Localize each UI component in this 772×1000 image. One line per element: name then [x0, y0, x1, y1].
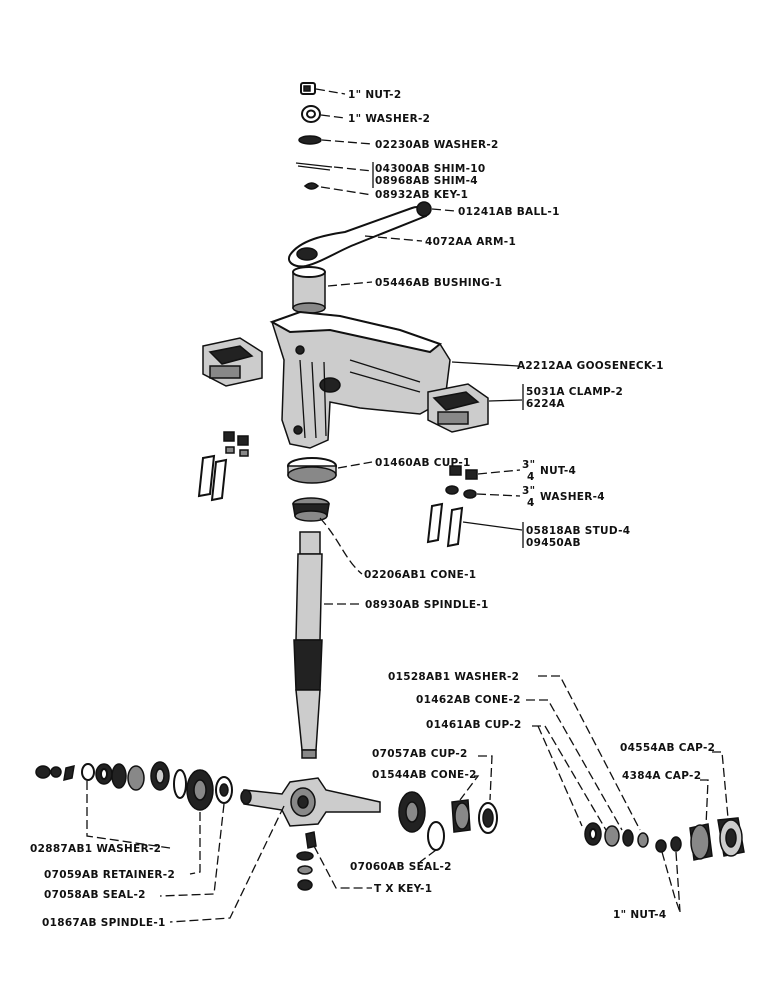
label-cap-04554: 04554AB CAP-2 — [620, 742, 715, 754]
cone-02206ab1 — [292, 497, 330, 522]
label-washer-02230: 02230AB WASHER-2 — [375, 139, 499, 151]
label-cup-01461: 01461AB CUP-2 — [426, 719, 522, 731]
label-spindle-01867: 01867AB SPINDLE-1 — [42, 917, 166, 929]
label-shim-08968: 08968AB SHIM-4 — [375, 175, 478, 187]
left-hub-parts — [35, 761, 233, 811]
label-clamp-5031a: 5031A CLAMP-2 — [526, 386, 623, 398]
label-gooseneck-a2212: A2212AA GOOSENECK-1 — [517, 360, 664, 372]
label-cone-01544: 01544AB CONE-2 — [372, 769, 477, 781]
label-cone-01462: 01462AB CONE-2 — [416, 694, 521, 706]
label-washer-02887: 02887AB1 WASHER-2 — [30, 843, 161, 855]
label-stud-09450: 09450AB — [526, 537, 581, 549]
label-washer-34: WASHER-4 — [540, 491, 605, 503]
label-seal-07060: 07060AB SEAL-2 — [350, 861, 452, 873]
tx-key — [296, 831, 317, 891]
label-washer-34-den: 4 — [527, 497, 535, 509]
right-nuts — [449, 465, 478, 480]
label-cap-4384a: 4384A CAP-2 — [622, 770, 701, 782]
nut-1in-top — [300, 82, 316, 95]
label-nut-34: NUT-4 — [540, 465, 576, 477]
label-seal-07058: 07058AB SEAL-2 — [44, 889, 146, 901]
label-washer-01528: 01528AB1 WASHER-2 — [388, 671, 519, 683]
hub-bearing-parts — [584, 817, 745, 861]
stub-axle-bearings — [398, 791, 498, 851]
label-nut-bottom: 1" NUT-4 — [613, 909, 666, 921]
clamp-left — [202, 337, 263, 387]
label-spindle-08930: 08930AB SPINDLE-1 — [365, 599, 489, 611]
label-cone-02206: 02206AB1 CONE-1 — [364, 569, 476, 581]
label-cup-07057: 07057AB CUP-2 — [372, 748, 468, 760]
label-retainer-07059: 07059AB RETAINER-2 — [44, 869, 175, 881]
label-ball-01241: 01241AB BALL-1 — [458, 206, 560, 218]
clamp-right — [427, 383, 489, 433]
shim-stack — [295, 162, 333, 171]
label-key-tx: T X KEY-1 — [374, 883, 432, 895]
left-studs — [197, 431, 249, 502]
spindle-01867ab — [240, 777, 381, 827]
bushing-05446ab — [292, 266, 326, 314]
gooseneck-a2212aa — [269, 310, 451, 449]
label-cup-01460: 01460AB CUP-1 — [375, 457, 471, 469]
ball-01241iab — [416, 201, 432, 217]
label-bushing-05446: 05446AB BUSHING-1 — [375, 277, 502, 289]
arm-4072aa — [288, 206, 428, 268]
spindle-08930ab — [293, 531, 323, 759]
label-shim-04300: 04300AB SHIM-10 — [375, 163, 486, 175]
label-washer-top: 1" WASHER-2 — [348, 113, 430, 125]
label-nut-34-den: 4 — [527, 471, 535, 483]
label-washer-34-num: 3" — [522, 485, 535, 497]
key-08932ab — [303, 182, 320, 190]
label-nut-top: 1" NUT-2 — [348, 89, 401, 101]
label-stud-05818: 05818AB STUD-4 — [526, 525, 630, 537]
label-arm-4072: 4072AA ARM-1 — [425, 236, 516, 248]
washer-02230ab — [298, 135, 322, 145]
cup-01460ab — [287, 457, 337, 484]
right-washers — [445, 485, 477, 499]
label-clamp-6224a: 6224A — [526, 398, 565, 410]
label-nut-34-num: 3" — [522, 459, 535, 471]
right-studs — [426, 502, 464, 548]
label-key-08932: 08932AB KEY-1 — [375, 189, 468, 201]
washer-1in-top — [301, 105, 321, 123]
